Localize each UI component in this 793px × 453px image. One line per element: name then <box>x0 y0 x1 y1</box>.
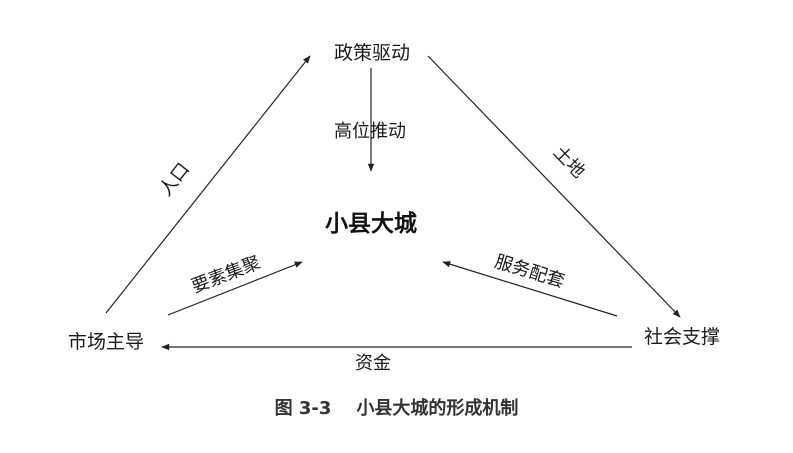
figure-number: 图 3-3 <box>274 398 332 419</box>
arrow-left-to-top <box>105 55 311 314</box>
node-policy-driven: 政策驱动 <box>334 42 410 64</box>
figure-title: 小县大城的形成机制 <box>356 398 519 419</box>
arrow-top-to-right <box>427 55 681 318</box>
label-service-support: 服务配套 <box>492 251 567 292</box>
arrow-left-to-center <box>167 261 303 316</box>
label-capital: 资金 <box>355 353 391 374</box>
node-small-county-big-city: 小县大城 <box>325 210 417 237</box>
figure-caption: 图 3-3 小县大城的形成机制 <box>0 394 793 420</box>
label-population: 人口 <box>155 159 194 200</box>
node-social-support: 社会支撑 <box>644 326 720 348</box>
label-land: 土地 <box>549 142 589 182</box>
node-market-led: 市场主导 <box>68 331 144 353</box>
label-high-level-push: 高位推动 <box>334 121 406 142</box>
label-factor-agglomeration: 要素集聚 <box>189 252 264 297</box>
arrow-right-to-center <box>442 261 618 317</box>
mechanism-diagram: 政策驱动 市场主导 社会支撑 小县大城 高位推动 人口 土地 资金 要素集聚 服… <box>68 42 720 374</box>
